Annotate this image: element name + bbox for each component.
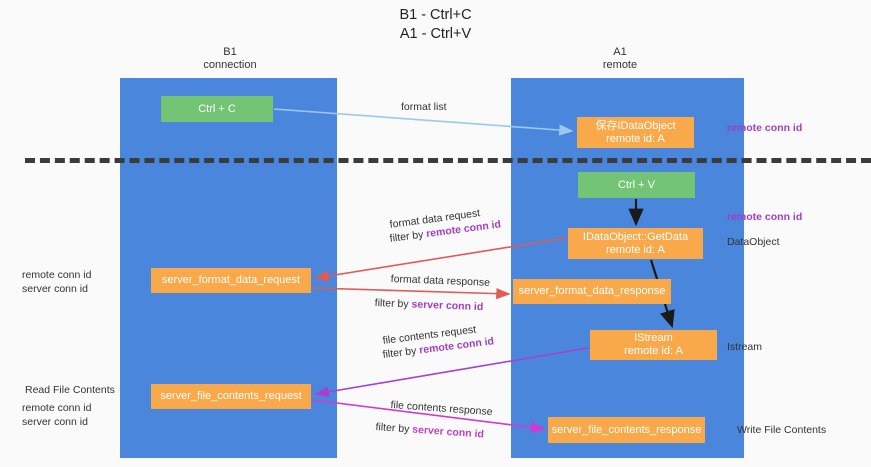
note-left-conn-ids-mid: remote conn id server conn id bbox=[22, 268, 91, 296]
box-server-format-data-request[interactable]: server_format_data_request bbox=[151, 268, 311, 293]
label-format-data-response: format data response bbox=[390, 273, 491, 289]
note-left-server-conn-id-mid: server conn id bbox=[22, 283, 88, 295]
section-divider bbox=[25, 158, 871, 163]
note-left-conn-ids-bottom: remote conn id server conn id bbox=[22, 401, 91, 429]
swimlane-header-a1: A1 remote bbox=[602, 46, 638, 71]
box-idataobject-getdata[interactable]: IDataObject::GetData remote id: A bbox=[568, 228, 703, 259]
diagram-title: B1 - Ctrl+C A1 - Ctrl+V bbox=[399, 7, 472, 42]
label-file-contents-response-filter: filter by server conn id bbox=[375, 421, 484, 441]
box-store-idataobject[interactable]: 保存IDataObject remote id: A bbox=[577, 117, 694, 148]
filter-by-text: filter by bbox=[389, 228, 428, 245]
label-format-data-response-filter: filter by server conn id bbox=[375, 297, 484, 313]
note-left-read-file-contents: Read File Contents bbox=[25, 384, 115, 396]
note-right-istream: Istream bbox=[727, 341, 763, 353]
box-ctrl-v[interactable]: Ctrl + V bbox=[578, 172, 695, 198]
box-istream[interactable]: IStream remote id: A bbox=[590, 330, 717, 360]
note-right-write-file-contents: Write File Contents bbox=[737, 424, 827, 436]
note-left-remote-conn-id-bottom: remote conn id bbox=[22, 402, 92, 414]
filter-by-text: filter by bbox=[375, 421, 413, 436]
server-conn-id-text: server conn id bbox=[411, 423, 485, 441]
note-right-remote-conn-id-top: remote conn id bbox=[727, 122, 803, 134]
note-left-remote-conn-id-mid: remote conn id bbox=[22, 269, 92, 281]
box-server-file-contents-response[interactable]: server_file_contents_response bbox=[548, 417, 705, 443]
box-ctrl-c[interactable]: Ctrl + C bbox=[161, 96, 273, 122]
swimlane-header-b1: B1 connection bbox=[203, 46, 257, 71]
note-left-server-conn-id-bottom: server conn id bbox=[22, 416, 88, 428]
label-file-contents-response: file contents response bbox=[390, 399, 493, 419]
label-format-list: format list bbox=[401, 101, 447, 113]
box-server-format-data-response[interactable]: server_format_data_response bbox=[513, 279, 671, 304]
box-server-file-contents-request[interactable]: server_file_contents_request bbox=[151, 384, 311, 409]
filter-by-text: filter by bbox=[374, 297, 412, 311]
filter-by-text: filter by bbox=[382, 344, 420, 361]
note-right-dataobject: DataObject bbox=[727, 236, 780, 248]
note-right-remote-conn-id-mid: remote conn id bbox=[727, 211, 803, 223]
server-conn-id-text: server conn id bbox=[411, 298, 484, 314]
